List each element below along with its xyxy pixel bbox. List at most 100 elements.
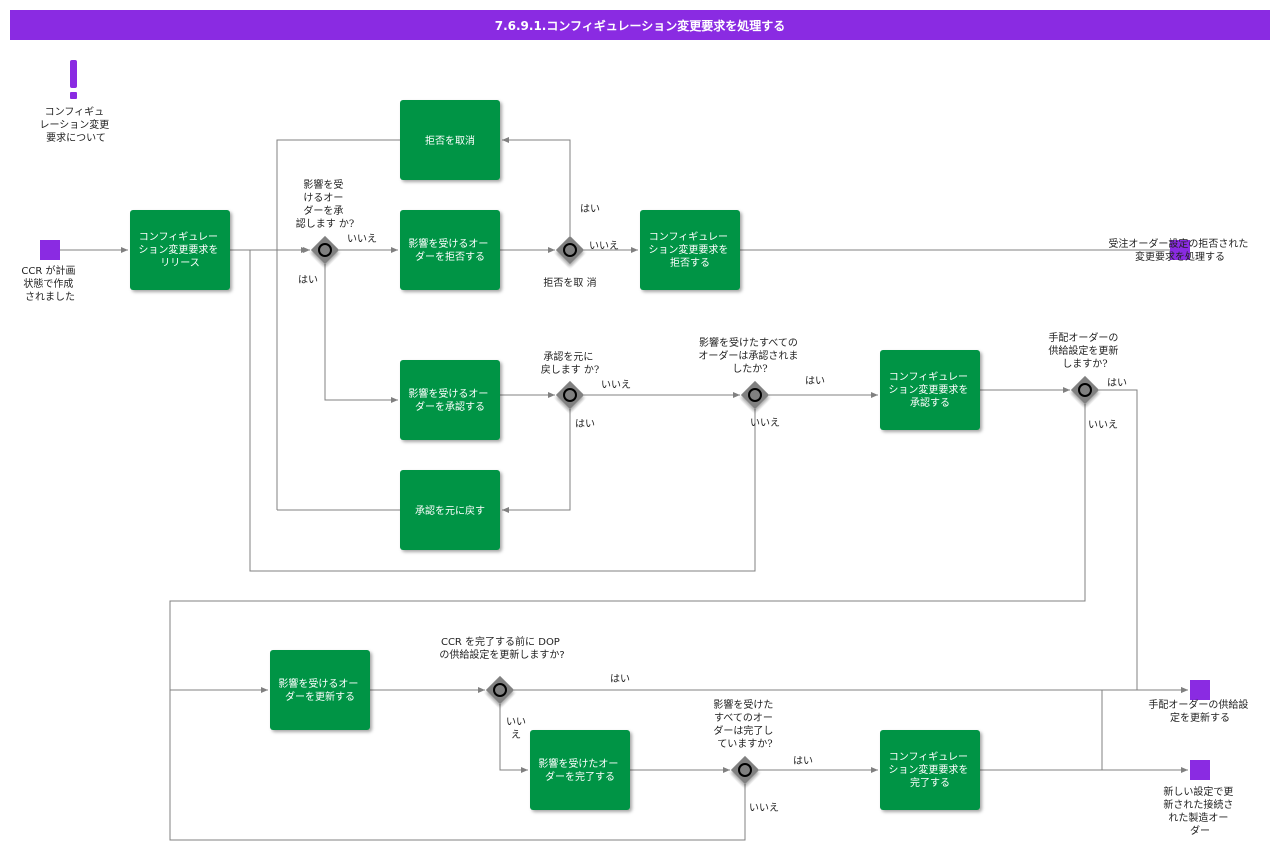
task-label: 完了する (910, 776, 950, 789)
diagram-title: 7.6.9.1.コンフィギュレーション変更要求を処理する (10, 10, 1270, 40)
task-label: 影響を受けたオー (538, 757, 618, 770)
edge-label-g1-yes: はい (298, 274, 318, 286)
edge-g6-complete-orders (499, 704, 528, 773)
edge-label-g6-no: いい (506, 717, 526, 728)
start-event[interactable] (40, 240, 60, 260)
svg-text:影響を受けたオー ダーを完了する: 影響を受けたオー ダーを完了する (538, 757, 621, 783)
task-approve-ccr[interactable]: コンフィギュレー ション変更要求を 承認する (880, 350, 980, 430)
edge-g5-end-dop (1099, 389, 1188, 693)
task-update-orders[interactable]: 影響を受けるオー ダーを更新する (270, 650, 370, 730)
annotation: コンフィギュ レーション変更 要求について (40, 60, 113, 144)
edge-label-g6-yes: はい (610, 673, 630, 685)
task-label: ション変更要求を (888, 383, 968, 396)
gateway-g4[interactable] (740, 380, 770, 410)
end-event-reject[interactable] (1170, 240, 1190, 260)
edge-g2-cancel-reject (502, 137, 571, 236)
edge-label-g2-yes: はい (580, 203, 600, 215)
start-event-label: 状態で作成 (23, 277, 73, 290)
svg-text:新しい設定で更 新された接続さ れた: 新しい設定で更 新された接続さ れた製造オー ダー (1163, 785, 1236, 837)
edge-label-g4-no: いいえ (750, 417, 780, 429)
task-label: リリース (160, 258, 200, 269)
task-label: ダーを承認する (415, 400, 485, 413)
task-label: コンフィギュレー (139, 231, 218, 243)
end-event-new-label: れた製造オー (1168, 811, 1228, 824)
gateway-g6[interactable] (485, 675, 515, 705)
svg-text:いい え: いい え (506, 717, 529, 741)
gateway-labels: 影響を受 けるオー ダーを承 認します か? 拒否を取 消 承認を元に 戻します… (296, 178, 1121, 750)
edge-label-g4-yes: はい (805, 375, 825, 387)
end-event-dop-label: 定を更新する (1170, 711, 1230, 724)
connectors (60, 137, 1188, 841)
annotation-line: レーション変更 (40, 118, 110, 131)
gateway-g3-label: 承認を元に (543, 350, 593, 363)
end-event-dop[interactable] (1190, 680, 1210, 700)
task-reject-ccr[interactable]: コンフィギュレー ション変更要求を 拒否する (640, 210, 740, 290)
task-label: 影響を受けるオー (408, 387, 488, 400)
edge-g4-loop-back (249, 247, 756, 572)
svg-text:承認を元に 戻します か?: 承認を元に 戻します か? (541, 350, 600, 376)
gateway-g1[interactable] (310, 235, 340, 265)
task-label: ダーを拒否する (415, 250, 485, 263)
gateway-g2-label: 拒否を取 消 (543, 276, 596, 289)
task-cancel-reject[interactable]: 拒否を取消 (400, 100, 500, 180)
gateway-g6-label: CCR を完了する前に DOP (441, 635, 560, 648)
svg-text:影響を受けるオー ダーを更新する: 影響を受けるオー ダーを更新する (278, 677, 361, 703)
svg-text:受注オーダー設定の拒否された 変更要求を処理する: 受注オーダー設定の拒否された 変更要求を処理する (1108, 237, 1251, 263)
edge-label-g3-no: いいえ (601, 379, 631, 391)
edge-label-g5-yes: はい (1107, 377, 1127, 389)
task-label: ション変更要求を (888, 763, 968, 776)
exclamation-icon-dot (70, 92, 77, 99)
gateway-g3[interactable] (555, 380, 585, 410)
edge-label-g5-no: いいえ (1088, 419, 1118, 431)
task-label: 承認を元に戻す (415, 504, 485, 517)
end-event-new-label: 新された接続さ (1163, 798, 1233, 811)
events: CCR が計画 状態で作成 されました 受注オーダー設定の拒否された 変更要求を… (21, 237, 1251, 837)
svg-text:拒否を取消: 拒否を取消 (425, 134, 475, 147)
task-label: コンフィギュレー (889, 751, 968, 763)
edge-label-g2-no: いいえ (589, 240, 619, 252)
gateway-g7-label: ダーは完了し (713, 724, 773, 737)
tasks: コンフィギュレー ション変更要求を リリース 拒否を取消 影響を受けるオー ダー… (130, 100, 980, 810)
end-event-new[interactable] (1190, 760, 1210, 780)
task-label: ダーを完了する (545, 770, 615, 783)
svg-text:コンフィギュ レーション変更 要求に: コンフィギュ レーション変更 要求について (40, 106, 113, 144)
gateway-g3-label: 戻します か? (541, 363, 600, 376)
gateway-g1-label: 認します か? (296, 217, 355, 230)
gateway-g5[interactable] (1070, 375, 1100, 405)
task-release[interactable]: コンフィギュレー ション変更要求を リリース (130, 210, 230, 290)
task-label: ション変更要求を (138, 243, 218, 256)
edge-g7-loop-back (169, 690, 746, 841)
end-event-new-label: ダー (1190, 824, 1210, 837)
task-complete-orders[interactable]: 影響を受けたオー ダーを完了する (530, 730, 630, 810)
gateway-g5-label: 手配オーダーの (1048, 331, 1118, 344)
end-event-dop-label: 手配オーダーの供給設 (1148, 698, 1248, 711)
gateway-g4-label: 影響を受けたすべての (699, 336, 798, 349)
edge-label-g7-yes: はい (793, 755, 813, 767)
task-label: コンフィギュレー (649, 231, 728, 243)
svg-text:影響を受けたすべての オーダーは承認されま: 影響を受けたすべての オーダーは承認されま したか? (698, 336, 801, 375)
task-label: ション変更要求を (648, 243, 728, 256)
task-approve-orders[interactable]: 影響を受けるオー ダーを承認する (400, 360, 500, 440)
gateway-g2[interactable] (555, 235, 585, 265)
gateway-g7[interactable] (730, 755, 760, 785)
task-reject-orders[interactable]: 影響を受けるオー ダーを拒否する (400, 210, 500, 290)
gateway-g4-label: オーダーは承認されま (698, 349, 798, 362)
gateway-g7-label: ていますか? (717, 738, 772, 750)
task-label: ダーを更新する (285, 690, 355, 703)
svg-text:コンフィギュレー ション変更要求を: コンフィギュレー ション変更要求を 完了する (888, 751, 971, 789)
svg-text:影響を受けるオー ダーを拒否する: 影響を受けるオー ダーを拒否する (408, 237, 491, 263)
task-label: 承認する (910, 396, 950, 409)
svg-text:コンフィギュレー ション変更要求を: コンフィギュレー ション変更要求を 拒否する (648, 231, 731, 269)
gateway-g6-label: の供給設定を更新しますか? (439, 648, 564, 661)
svg-text:手配オーダーの 供給設定を更新 しま: 手配オーダーの 供給設定を更新 しますか? (1048, 331, 1121, 370)
gateway-g4-label: したか? (732, 363, 767, 375)
task-revert-approve[interactable]: 承認を元に戻す (400, 470, 500, 550)
task-label: 影響を受けるオー (408, 237, 488, 250)
task-complete-ccr[interactable]: コンフィギュレー ション変更要求を 完了する (880, 730, 980, 810)
edge-g3-revert (502, 409, 571, 513)
end-event-reject-label: 受注オーダー設定の拒否された (1108, 237, 1248, 250)
edge-cancel-reject-back (276, 139, 400, 510)
task-label: コンフィギュレー (889, 371, 968, 383)
gateway-g1-label: ダーを承 (303, 204, 343, 217)
